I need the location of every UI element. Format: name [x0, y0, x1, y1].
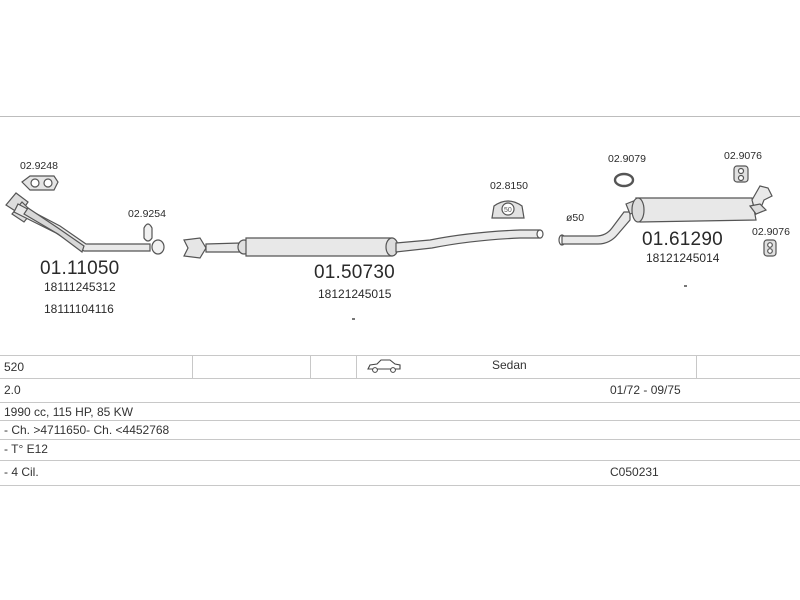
exhaust-diagram: 50: [5, 165, 777, 259]
clamp-icon: 50: [491, 200, 525, 219]
oem-number-rear-silencer: 18121245014: [646, 251, 720, 265]
rear-silencer-icon: [558, 185, 773, 246]
part-number-hanger: 02.9076: [724, 150, 762, 162]
drawing-mark-2: [684, 285, 687, 287]
vehicle-specs: 1990 cc, 115 HP, 85 KW: [4, 405, 133, 419]
table-divider: [310, 355, 311, 378]
front-pipe-icon: [13, 203, 165, 255]
table-row-border: [0, 439, 800, 440]
hanger-icon: [733, 165, 749, 183]
vehicle-code: C050231: [610, 465, 659, 479]
vehicle-engine: 2.0: [4, 383, 21, 397]
top-divider: [0, 116, 800, 117]
part-number-front-pipe: 01.11050: [40, 258, 120, 279]
vehicle-cylinders: - 4 Cil.: [4, 465, 39, 479]
gasket-icon: [21, 175, 59, 191]
rubber-ring-icon: [613, 172, 635, 188]
pipe-diameter: ø50: [566, 212, 585, 224]
table-row-border: [0, 420, 800, 421]
part-number-hanger-2: 02.9076: [752, 226, 790, 238]
part-number-middle-silencer: 01.50730: [314, 262, 395, 283]
oem-number-front-pipe-1: 18111245312: [44, 280, 116, 294]
vehicle-date-range: 01/72 - 09/75: [610, 383, 681, 397]
vehicle-model: 520: [4, 360, 25, 374]
oem-number-middle-silencer: 18121245015: [318, 287, 392, 301]
vehicle-chassis: - Ch. >4711650- Ch. <4452768: [4, 423, 170, 437]
table-row-border: [0, 460, 800, 461]
part-number-gasket: 02.9248: [20, 160, 58, 172]
sedan-car-icon: [367, 359, 401, 373]
table-row-border: [0, 378, 800, 379]
table-row-border: [0, 402, 800, 403]
part-number-rear-silencer: 01.61290: [642, 229, 723, 250]
part-number-clamp: 02.8150: [490, 180, 528, 192]
vehicle-body: Sedan: [492, 358, 527, 372]
table-bottom-border: [0, 485, 800, 486]
drawing-mark: [352, 318, 355, 320]
svg-text:50: 50: [504, 207, 512, 214]
table-divider: [192, 355, 193, 378]
table-divider: [356, 355, 357, 378]
hanger-icon-2: [763, 239, 777, 257]
oem-number-front-pipe-2: 18111104116: [44, 302, 114, 316]
ring-icon: [143, 223, 153, 242]
table-divider: [696, 355, 697, 378]
middle-silencer-icon: [205, 229, 544, 257]
table-top-border: [0, 355, 800, 356]
vehicle-type: - T° E12: [4, 442, 48, 456]
part-number-ring: 02.9254: [128, 208, 166, 220]
part-number-rubber-ring: 02.9079: [608, 153, 646, 165]
flange-joint-icon: [183, 237, 207, 259]
